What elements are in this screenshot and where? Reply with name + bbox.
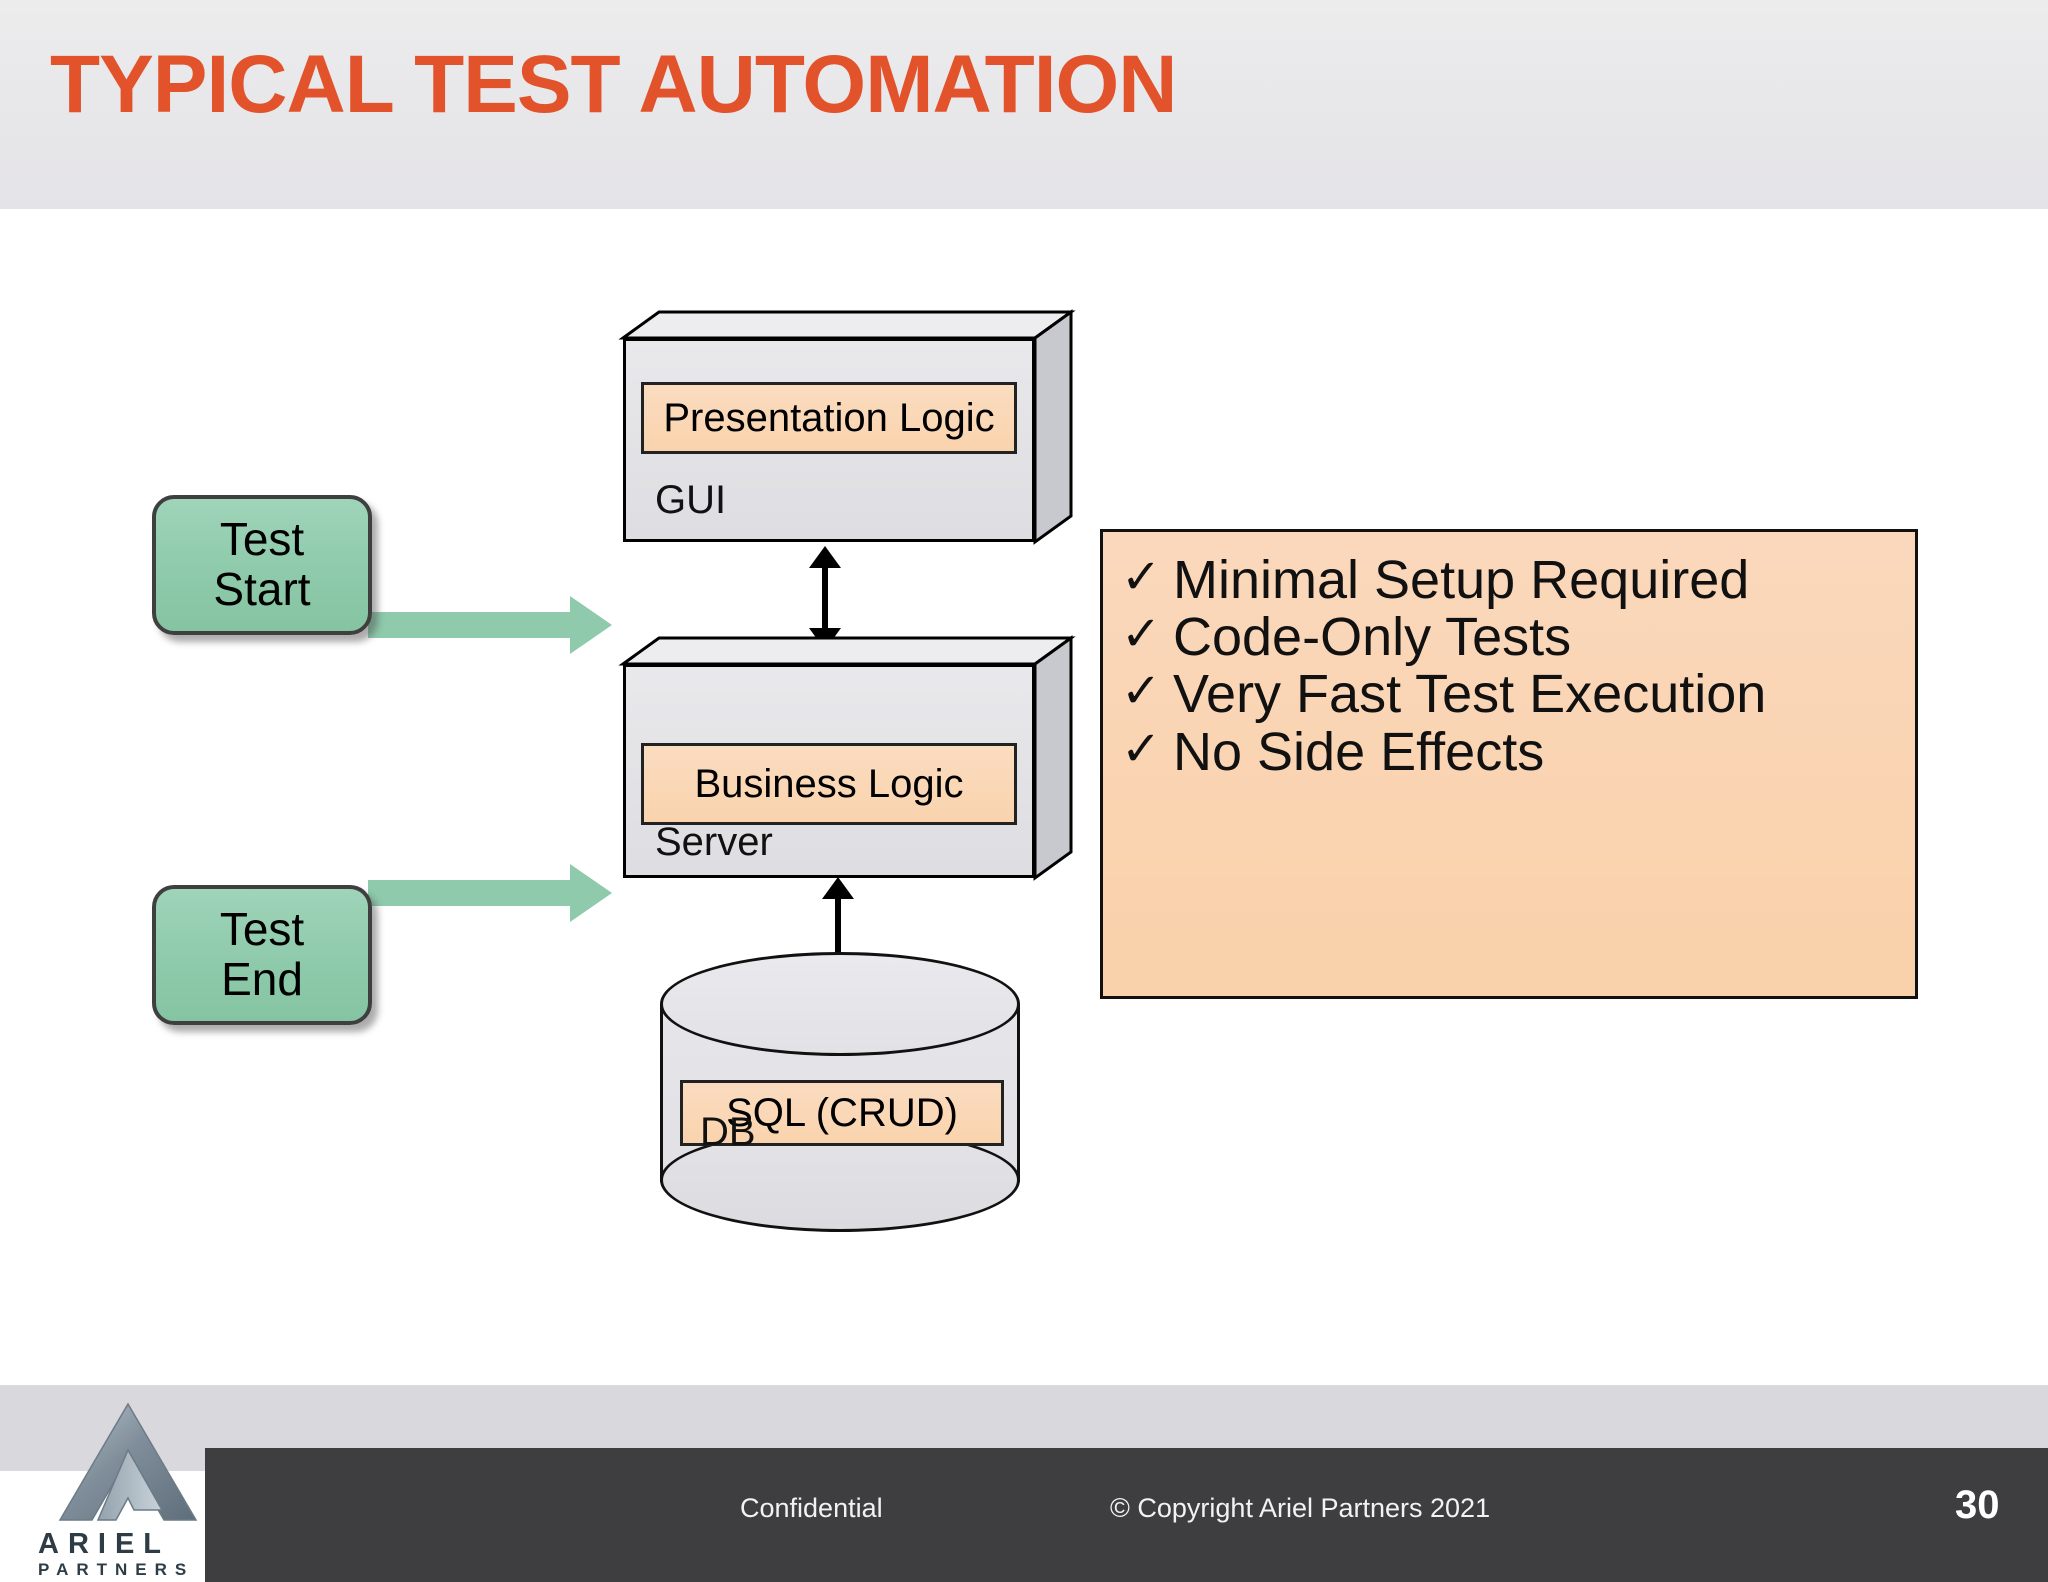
footer-bar-top-edge: [205, 1448, 2048, 1472]
db-cylinder-top: [660, 952, 1020, 1056]
business-logic-block: Business Logic: [641, 743, 1017, 825]
footer-confidential: Confidential: [740, 1493, 883, 1523]
benefits-callout: ✓ Minimal Setup Required ✓ Code-Only Tes…: [1100, 529, 1918, 999]
benefit-label: Very Fast Test Execution: [1173, 664, 1767, 725]
arrowhead-right-icon: [570, 864, 612, 922]
benefit-label: Minimal Setup Required: [1173, 550, 1750, 610]
connector-gui-server-icon: [809, 546, 841, 650]
page-title: TYPICAL TEST AUTOMATION: [50, 39, 1178, 130]
ariel-partners-logo: ARIEL PARTNERS: [36, 1402, 211, 1580]
benefit-label: No Side Effects: [1173, 721, 1545, 782]
arrowhead-up-icon: [822, 877, 854, 899]
presentation-logic-block: Presentation Logic: [641, 382, 1017, 454]
actor-test-end[interactable]: Test End: [152, 885, 372, 1025]
tier-box-server: Business Logic: [618, 635, 1076, 881]
tier-label-gui: GUI: [655, 478, 727, 522]
actor-test-end-line2: End: [221, 953, 303, 1005]
slide-header-band: [0, 0, 2048, 209]
arrow-test-end-to-server: [368, 864, 612, 922]
benefit-label: Code-Only Tests: [1173, 607, 1572, 668]
check-icon: ✓: [1121, 722, 1162, 776]
tier-cylinder-db: SQL (CRUD): [660, 952, 1020, 1232]
connector-db-server-icon: [822, 877, 854, 963]
logo-wordmark: ARIEL: [38, 1528, 170, 1560]
page-number: 30: [1955, 1483, 2000, 1527]
sql-crud-block: SQL (CRUD): [680, 1080, 1004, 1146]
check-icon: ✓: [1121, 551, 1162, 604]
benefit-item: ✓ Code-Only Tests: [1121, 607, 1897, 668]
benefit-item: ✓ Minimal Setup Required: [1121, 550, 1897, 610]
tier-box-gui: Presentation Logic: [618, 309, 1076, 545]
tier-label-server: Server: [655, 820, 773, 864]
arrowhead-right-icon: [570, 596, 612, 654]
logo-subtitle: PARTNERS: [38, 1560, 195, 1579]
check-icon: ✓: [1121, 608, 1162, 662]
tier-label-db: DB: [700, 1110, 756, 1154]
arrowhead-up-icon: [809, 546, 841, 568]
actor-test-start-line2: Start: [213, 563, 311, 615]
footer-copyright: © Copyright Ariel Partners 2021: [1110, 1493, 1491, 1523]
arrow-test-start-to-server: [368, 596, 612, 654]
actor-test-end-line1: Test: [219, 903, 305, 956]
triangle-logo-icon: [58, 1402, 198, 1521]
footer-bar: [205, 1471, 2048, 1582]
benefit-item: ✓ Very Fast Test Execution: [1121, 664, 1897, 725]
actor-test-start-line1: Test: [219, 513, 305, 566]
benefit-item: ✓ No Side Effects: [1121, 721, 1897, 782]
check-icon: ✓: [1121, 665, 1162, 719]
actor-test-start[interactable]: Test Start: [152, 495, 372, 635]
